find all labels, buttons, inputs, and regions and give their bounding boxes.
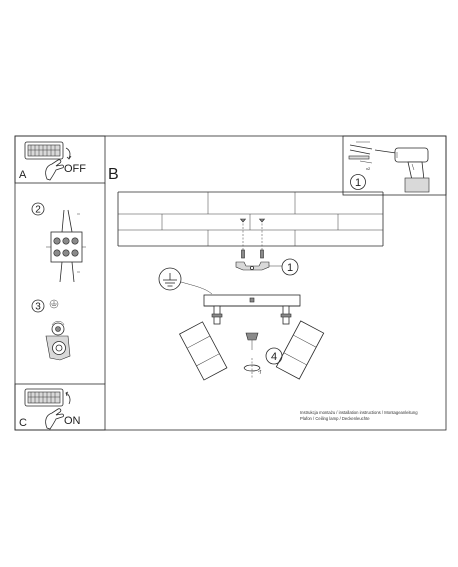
tools-box — [342, 135, 447, 196]
rotate-arrow-icon — [243, 358, 262, 378]
footer-line-2: Plafon / Ceiling lamp / Deckenleuchte — [300, 416, 370, 421]
panel-b-letter: B — [108, 166, 119, 183]
panel-c-box — [14, 383, 106, 431]
step-3-number: 3 — [35, 302, 41, 313]
tools-step-marker — [350, 174, 366, 190]
right-spotlight — [275, 305, 325, 380]
step-2-number: 2 — [35, 205, 41, 216]
mounting-bracket — [235, 261, 270, 271]
panel-a-box — [14, 135, 106, 184]
ceiling — [117, 191, 384, 247]
step-2-marker — [31, 202, 45, 216]
power-drill-icon — [374, 147, 430, 193]
panel-a-off-label: OFF — [64, 163, 86, 175]
step-3-marker — [31, 299, 45, 313]
step-4-number: 4 — [271, 351, 277, 363]
tools: x2 1 — [348, 141, 430, 193]
step-4: 4 — [243, 332, 283, 378]
ground-clamp-icon — [45, 321, 71, 361]
step-1-number: 1 — [287, 262, 293, 274]
lamp-base-bar — [203, 294, 301, 307]
panel-a-letter: A — [19, 169, 27, 181]
light-switch-icon — [24, 141, 64, 160]
panel-c-letter: C — [19, 417, 27, 429]
ground-symbol-icon — [158, 267, 182, 291]
panel-c-on-label: ON — [64, 415, 81, 427]
step-1-marker — [281, 258, 299, 276]
footer-line-1: Instrukcja montażu / installation instru… — [300, 410, 418, 415]
step-3: 3 — [31, 299, 71, 361]
anchor-qty: x2 — [366, 166, 371, 171]
step-2: 2 — [31, 202, 86, 283]
wall-anchor-screws-icon: x2 — [348, 141, 373, 171]
ground-symbol-icon — [49, 299, 59, 309]
tools-step-number: 1 — [355, 177, 361, 189]
bulb-icon — [245, 332, 259, 341]
hand-icon — [45, 391, 71, 430]
outer-frame — [14, 135, 447, 431]
left-spotlight — [179, 305, 228, 381]
mounting-screws — [239, 218, 266, 259]
light-switch-icon — [24, 388, 64, 407]
panel-a: A OFF — [19, 141, 86, 181]
hand-icon — [45, 147, 72, 181]
step-4-marker — [265, 347, 283, 365]
terminal-block-icon — [46, 209, 86, 283]
panel-c: C ON — [19, 388, 81, 430]
ground-wire — [180, 281, 213, 295]
